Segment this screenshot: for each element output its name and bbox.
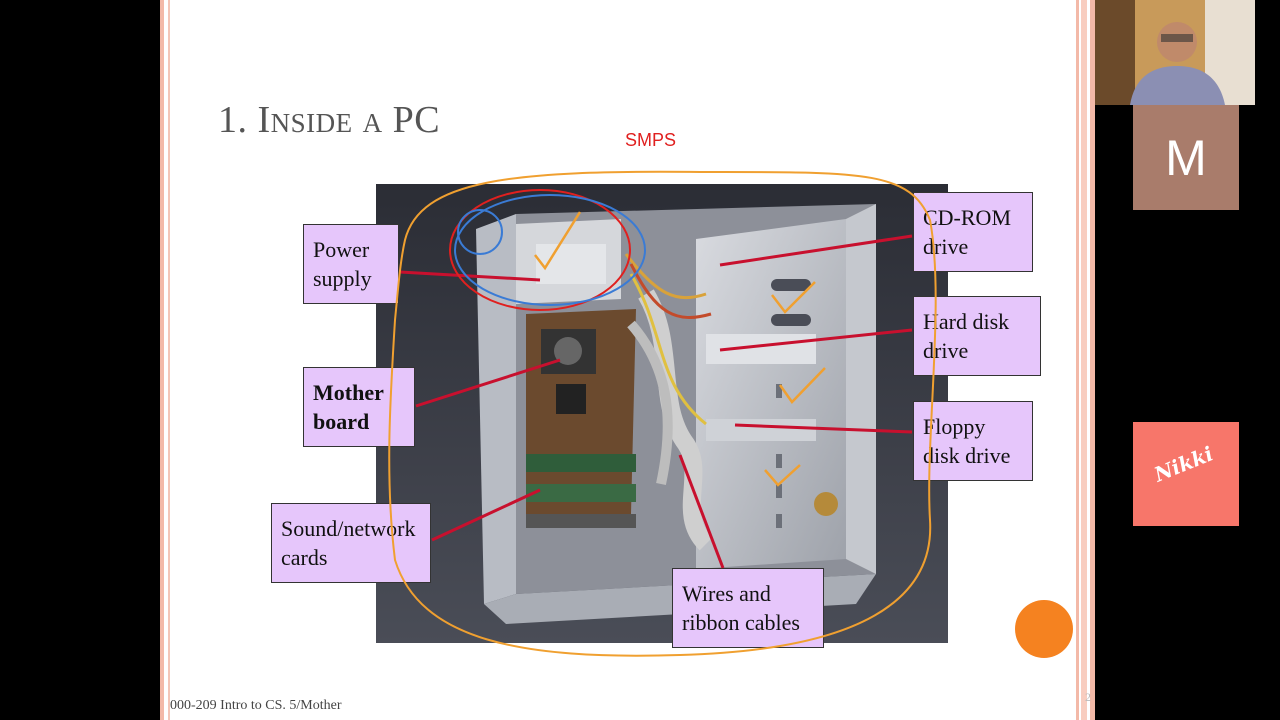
participant-initial: M bbox=[1165, 129, 1207, 186]
slide-page-number: 2 bbox=[1085, 690, 1091, 704]
camera-feed-person[interactable] bbox=[1095, 0, 1255, 105]
label-cdrom-drive: CD-ROM drive bbox=[913, 192, 1033, 272]
left-blackout bbox=[0, 0, 160, 720]
label-power-supply: Power supply bbox=[303, 224, 399, 304]
participant-name: Nikki bbox=[1150, 441, 1217, 487]
label-wires-ribbon-cables: Wires and ribbon cables bbox=[672, 568, 824, 648]
slide-border-right-outer bbox=[1090, 0, 1095, 720]
slide-border-right bbox=[1081, 0, 1087, 720]
slide-border-left bbox=[160, 0, 164, 720]
slide-border-right-inner bbox=[1076, 0, 1079, 720]
participant-tile-m[interactable]: M bbox=[1133, 105, 1239, 210]
smps-annotation: SMPS bbox=[625, 130, 677, 150]
label-sound-network-cards: Sound/network cards bbox=[271, 503, 431, 583]
slide-footer: 000-209 Intro to CS. 5/Mother bbox=[170, 698, 342, 713]
participant-tile-nikki[interactable]: Nikki bbox=[1133, 422, 1239, 526]
computer-case-photo bbox=[376, 184, 948, 643]
presentation-slide: 1. Inside a PC SMPS bbox=[160, 0, 1095, 720]
slide-border-left-inner bbox=[168, 0, 170, 720]
slide-title-text: 1. Inside a PC bbox=[218, 99, 441, 141]
orange-circle[interactable] bbox=[1015, 600, 1073, 658]
slide-title: 1. Inside a PC bbox=[218, 98, 440, 142]
label-floppy-disk-drive: Floppy disk drive bbox=[913, 401, 1033, 481]
label-hard-disk-drive: Hard disk drive bbox=[913, 296, 1041, 376]
label-motherboard: Mother board bbox=[303, 367, 415, 447]
video-participants-panel: M Nikki bbox=[1095, 0, 1280, 720]
